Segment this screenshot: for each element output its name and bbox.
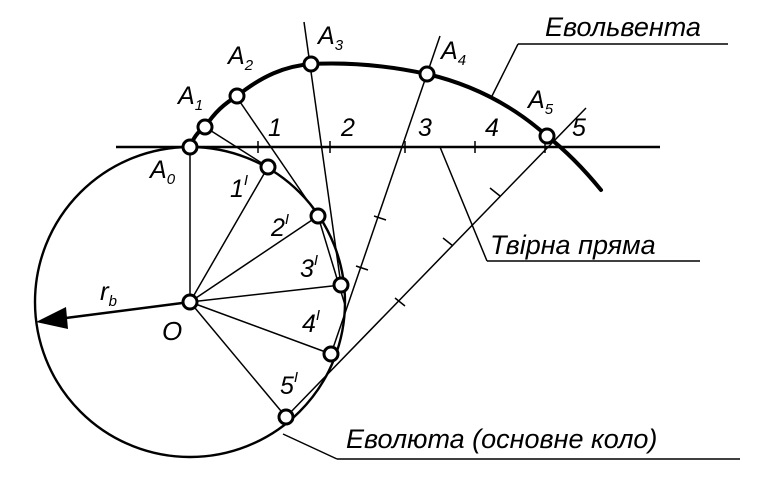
node-c2: [309, 207, 327, 225]
label-line-2: 2: [340, 114, 355, 142]
leader-lines: [282, 43, 740, 460]
label-a0: A0: [148, 156, 176, 188]
label-rb: rb: [100, 276, 117, 310]
caption-generator: Твірна пряма: [490, 230, 656, 260]
node-a3: [302, 55, 320, 73]
node-a4: [418, 65, 436, 83]
node-a2: [228, 87, 246, 105]
label-circle-2: 2I: [270, 211, 289, 242]
node-a5: [538, 127, 556, 145]
node-a0: [181, 138, 199, 156]
tangent-line-2: [235, 95, 319, 217]
label-rb-main: r: [100, 276, 110, 306]
radius-line-1: [189, 166, 269, 303]
label-line-1: 1: [268, 114, 282, 142]
radii-group: [189, 147, 342, 418]
label-circle-5: 5I: [280, 369, 298, 400]
radius-line-4: [189, 301, 332, 355]
node-c3: [332, 276, 350, 294]
label-a2: A2: [226, 42, 254, 74]
node-c5: [277, 408, 295, 426]
label-a1: A1: [176, 82, 203, 114]
caption-evolute: Еволюта (основне коло): [346, 424, 657, 454]
radius-line-3: [189, 284, 342, 303]
label-line-5: 5: [572, 114, 586, 142]
leader-evolvent: [491, 43, 519, 97]
tangent-line-1: [204, 126, 269, 168]
label-line-4: 4: [485, 114, 499, 142]
leader-generator: [439, 146, 488, 262]
label-a5: A5: [526, 86, 554, 118]
node-a1: [196, 118, 214, 136]
label-circle-1: 1I: [230, 172, 248, 203]
radius-rb-arrowhead: [36, 307, 68, 329]
radius-line-5: [189, 301, 287, 418]
caption-evolvent: Евольвента: [545, 12, 701, 42]
node-c1: [259, 158, 277, 176]
label-a3: A3: [316, 22, 344, 54]
node-center-o: [181, 293, 199, 311]
involute-curve: [188, 61, 603, 192]
tangent-ticks: [355, 187, 501, 307]
leader-evolute: [282, 433, 338, 460]
radius-line-2: [189, 215, 319, 303]
label-rb-sub: b: [109, 293, 117, 310]
label-circle-4: 4I: [302, 307, 320, 338]
node-c4: [322, 345, 340, 363]
label-a4: A4: [439, 37, 466, 69]
tangent-line-4: [330, 35, 441, 355]
label-circle-3: 3I: [300, 252, 318, 283]
radius-rb-line: [57, 300, 191, 321]
label-line-3: 3: [418, 114, 432, 142]
label-center-o: O: [162, 316, 182, 346]
tangent-line-5: [285, 107, 587, 418]
